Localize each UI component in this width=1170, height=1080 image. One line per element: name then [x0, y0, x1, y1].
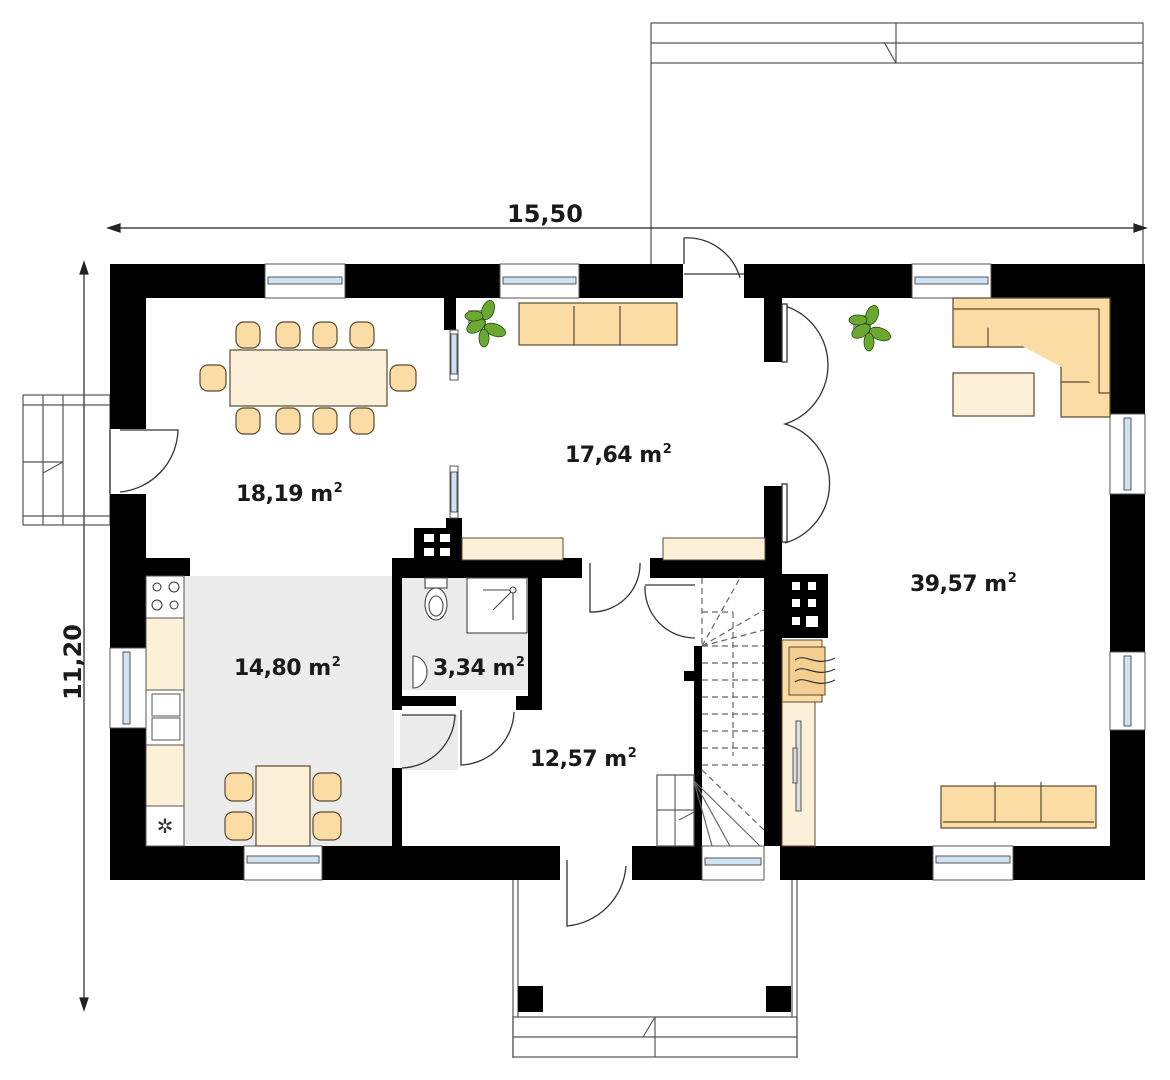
area-value: 12,57: [530, 747, 598, 772]
shelf-left: [461, 537, 564, 561]
side-steps: [22, 394, 111, 526]
coffee-table: [952, 372, 1035, 417]
area-value: 39,57: [910, 572, 978, 597]
bathroom-fixtures: [412, 577, 528, 689]
kitchen-table-set: [224, 765, 342, 847]
hall-floor-strip: [400, 715, 458, 770]
room-area-kitchen: 14,80 m2: [234, 655, 341, 681]
width-dimension-label: 15,50: [507, 200, 583, 228]
area-unit: m: [308, 656, 331, 681]
room-area-entrance-hall: 12,57 m2: [530, 746, 637, 772]
height-dimension-label: 11,20: [58, 624, 87, 700]
plant-icon: [848, 304, 891, 352]
shelf-right: [662, 537, 766, 561]
area-unit-sup: 2: [627, 746, 637, 761]
fireplace: [781, 639, 836, 703]
windows: [109, 263, 1146, 881]
area-unit: m: [310, 482, 333, 507]
area-value: 14,80: [234, 656, 302, 681]
sofa-hall: [518, 302, 678, 346]
area-unit: m: [639, 443, 662, 468]
area-unit: m: [984, 572, 1007, 597]
corner-sofa: [952, 297, 1111, 418]
room-area-living-room: 39,57 m2: [910, 571, 1017, 597]
exterior-walls: [110, 264, 1145, 880]
area-unit-sup: 2: [1007, 571, 1017, 586]
sofa-living: [940, 782, 1097, 829]
height-dimension-line: [79, 260, 89, 1012]
porch: [512, 880, 798, 1058]
plant-icon: [464, 299, 506, 348]
room-area-bathroom: 3,34 m2: [433, 655, 525, 681]
porch-column-left: [518, 986, 543, 1012]
chimney-left: [414, 518, 462, 562]
room-area-dining: 18,19 m2: [236, 481, 343, 507]
tv-cabinet: [781, 701, 816, 847]
staircase: [656, 577, 765, 847]
area-unit: m: [604, 747, 627, 772]
room-area-hall-living: 17,64 m2: [565, 442, 672, 468]
chimney-right: [782, 574, 828, 638]
interior-walls: [146, 298, 782, 846]
area-value: 17,64: [565, 443, 633, 468]
width-dimension-line: [106, 223, 1148, 233]
area-unit: m: [492, 656, 515, 681]
doors: [109, 237, 831, 927]
kitchen-counter: ✲: [145, 575, 185, 847]
area-unit-sup: 2: [331, 655, 341, 670]
porch-column-right: [766, 986, 791, 1012]
svg-text:✲: ✲: [157, 814, 174, 838]
area-unit-sup: 2: [333, 481, 343, 496]
area-value: 3,34: [433, 656, 486, 681]
area-value: 18,19: [236, 482, 304, 507]
area-unit-sup: 2: [662, 442, 672, 457]
top-terrace: [650, 22, 1144, 265]
dining-table-set: [199, 321, 417, 435]
area-unit-sup: 2: [515, 655, 525, 670]
